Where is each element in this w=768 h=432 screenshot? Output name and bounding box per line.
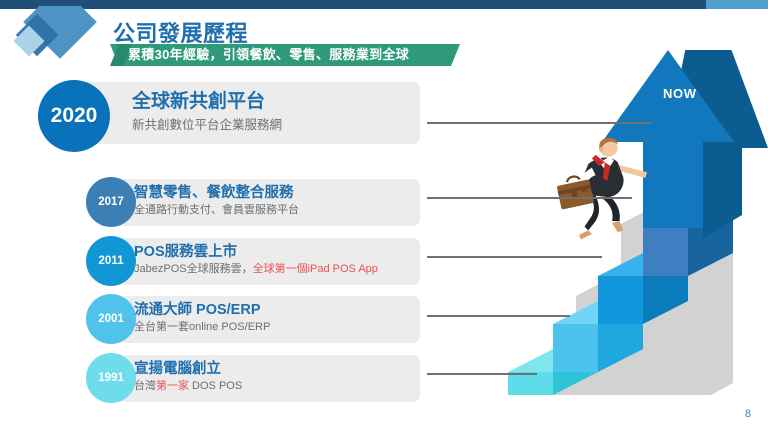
timeline-card — [118, 179, 420, 226]
top-accent-bar — [0, 0, 768, 9]
timeline-card — [118, 238, 420, 285]
timeline-headline: 宣揚電腦創立 — [134, 361, 221, 377]
subtext-plain: 新共創數位平台企業服務網 — [132, 118, 283, 132]
diamond-logo — [13, 0, 106, 74]
connector-line-2020 — [427, 122, 652, 124]
top-accent-bar-right-segment — [706, 0, 768, 9]
growth-staircase-illustration — [490, 46, 768, 395]
subtext-tail: DOS POS — [189, 380, 243, 392]
subtext-plain: 全通路行動支付、會員雲服務平台 — [134, 204, 299, 216]
timeline-text: POS服務雲上市 JabezPOS全球服務雲，全球第一個iPad POS App — [134, 243, 378, 277]
year-badge: 2011 — [86, 236, 136, 286]
connector-line-2017 — [427, 197, 632, 199]
businessman-climbing-icon — [557, 137, 648, 240]
briefcase-icon — [557, 175, 594, 210]
connector-line-2001 — [427, 315, 570, 317]
year-badge: 2020 — [38, 80, 110, 152]
year-badge: 2001 — [86, 294, 136, 344]
year-badge: 1991 — [86, 353, 136, 403]
timeline-headline: 智慧零售、餐飲整合服務 — [134, 185, 294, 201]
timeline-text: 宣揚電腦創立 台灣第一家 DOS POS — [134, 360, 242, 394]
timeline-card — [118, 355, 420, 402]
connector-line-1991 — [427, 373, 537, 375]
page-title: 公司發展歷程 — [113, 21, 249, 46]
timeline-card — [118, 296, 420, 343]
subtext-highlight: 第一家 — [156, 380, 189, 392]
timeline-headline: 全球新共創平台 — [132, 91, 266, 112]
year-badge: 2017 — [86, 177, 136, 227]
now-label: NOW — [663, 86, 697, 101]
timeline-card — [75, 82, 420, 144]
timeline-subtext: 全台第一套online POS/ERP — [134, 320, 270, 335]
subtitle-ribbon-text: 累積30年經驗，引領餐飲、零售、服務業到全球 — [128, 47, 410, 62]
connector-line-2011 — [427, 256, 602, 258]
subtext-plain: 台灣 — [134, 380, 156, 392]
timeline-subtext: 新共創數位平台企業服務網 — [132, 116, 282, 134]
subtext-plain: JabezPOS全球服務雲， — [134, 263, 253, 275]
timeline-headline: POS服務雲上市 — [134, 244, 238, 260]
timeline-text: 流通大師 POS/ERP 全台第一套online POS/ERP — [134, 301, 270, 335]
timeline-text: 全球新共創平台 新共創數位平台企業服務網 — [132, 89, 282, 134]
timeline-subtext: JabezPOS全球服務雲，全球第一個iPad POS App — [134, 262, 378, 277]
subtext-highlight: 全球第一個iPad POS App — [252, 263, 378, 275]
timeline-headline: 流通大師 POS/ERP — [134, 302, 261, 318]
subtitle-ribbon — [110, 44, 460, 66]
now-arrow — [602, 46, 768, 238]
timeline-list: 2020 全球新共創平台 新共創數位平台企業服務網 2017 智慧零售、餐飲整合… — [0, 80, 470, 410]
timeline-subtext: 台灣第一家 DOS POS — [134, 379, 242, 394]
subtext-plain: 全台第一套online POS/ERP — [134, 321, 271, 333]
page-number: 8 — [744, 408, 751, 420]
timeline-text: 智慧零售、餐飲整合服務 全通路行動支付、會員雲服務平台 — [134, 184, 299, 218]
timeline-subtext: 全通路行動支付、會員雲服務平台 — [134, 203, 299, 218]
